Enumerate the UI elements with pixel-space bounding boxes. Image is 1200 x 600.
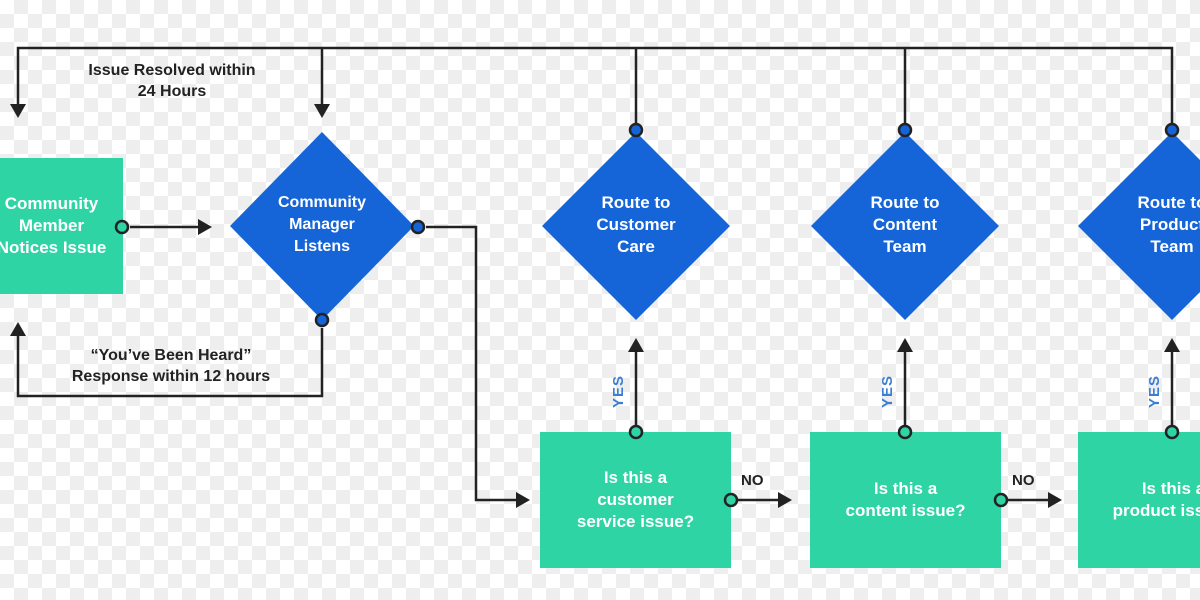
connector-top-feedback xyxy=(16,46,1174,125)
route-customer-care-text: Route to Customer Care xyxy=(596,193,676,256)
arrow-up-customer-care xyxy=(628,338,644,352)
dot-manager-out xyxy=(410,219,426,235)
q-content-text: Is this a content issue? xyxy=(845,479,966,520)
route-customer-care-diamond xyxy=(542,132,730,320)
dot-customer-care-top xyxy=(628,122,644,138)
arrow-right-no-customer xyxy=(778,492,792,508)
route-content-team-diamond xyxy=(811,132,999,320)
arrow-up-member xyxy=(10,322,26,336)
connectors xyxy=(16,46,1174,502)
manager-listens-text: Community Manager Listens xyxy=(278,194,366,255)
q-product-box xyxy=(1078,432,1200,568)
dot-manager-bottom xyxy=(314,312,330,328)
route-product-team-diamond xyxy=(1078,132,1200,320)
dot-q-content-right xyxy=(993,492,1009,508)
yes-label-customer: YES xyxy=(610,374,628,409)
no-label-content: NO xyxy=(1012,472,1035,489)
q-customer-service-text: Is this a customer service issue? xyxy=(576,468,695,531)
connector-heard-loop xyxy=(16,328,324,398)
arrow-right-no-content xyxy=(1048,492,1062,508)
yes-label-content: YES xyxy=(879,374,897,409)
arrow-right-question xyxy=(516,492,530,508)
arrow-down-manager xyxy=(314,104,330,118)
dot-product-team-top xyxy=(1164,122,1180,138)
dot-content-team-top xyxy=(897,122,913,138)
arrow-down-member xyxy=(10,104,26,118)
member-notices-box xyxy=(0,158,123,294)
member-notices-text: Community Member Notices Issue xyxy=(0,194,107,257)
arrow-right-manager xyxy=(198,219,212,235)
no-label-customer: NO xyxy=(741,472,764,489)
dot-q-product-top xyxy=(1164,424,1180,440)
manager-listens-diamond xyxy=(230,132,414,320)
connector-manager-to-question xyxy=(426,225,518,502)
arrow-up-content-team xyxy=(897,338,913,352)
yes-label-product: YES xyxy=(1146,374,1164,409)
route-product-team-text: Route to Product Team xyxy=(1137,193,1200,256)
dot-q-content-top xyxy=(897,424,913,440)
dot-member-out xyxy=(114,219,130,235)
route-content-team-text: Route to Content Team xyxy=(870,193,940,256)
q-product-text: Is this a product issue? xyxy=(1112,479,1200,520)
arrowheads xyxy=(10,104,1180,508)
arrow-up-product-team xyxy=(1164,338,1180,352)
dot-q-customer-right xyxy=(723,492,739,508)
q-content-box xyxy=(810,432,1001,568)
connection-dots xyxy=(114,122,1180,508)
q-customer-service-box xyxy=(540,432,731,568)
heard-label: “You’ve Been Heard” Response within 12 h… xyxy=(71,347,271,385)
dot-q-customer-top xyxy=(628,424,644,440)
resolved-label: Issue Resolved within 24 Hours xyxy=(88,62,256,100)
